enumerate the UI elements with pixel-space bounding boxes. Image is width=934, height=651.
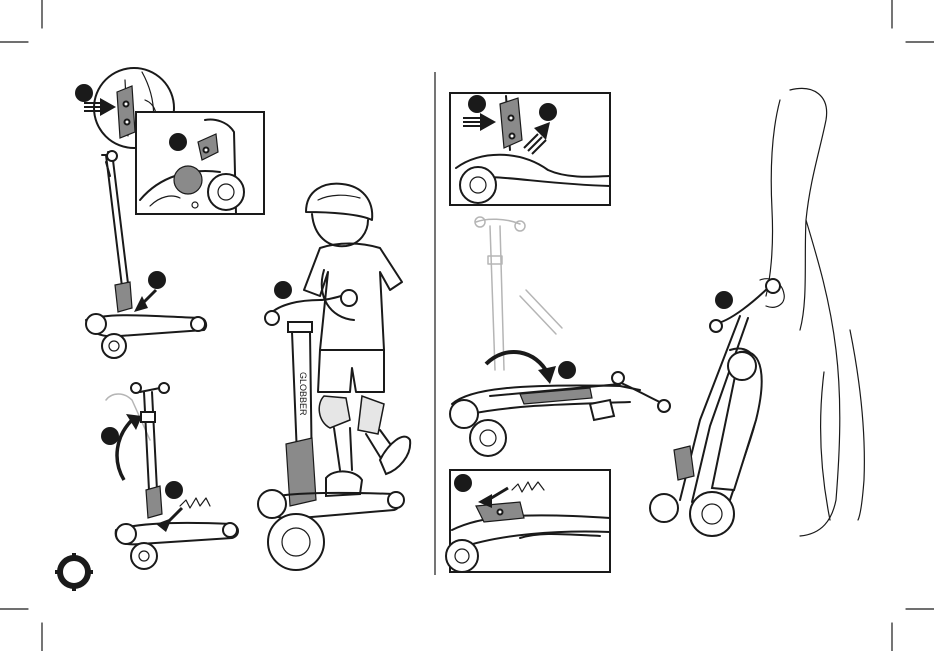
child-riding: GLOBBER <box>258 184 410 570</box>
step-badge-icon <box>715 291 733 309</box>
svg-text:GLOBBER: GLOBBER <box>298 372 308 416</box>
step-badge-icon <box>148 271 166 289</box>
folding-rotation <box>450 217 670 456</box>
lever-cutaway <box>136 112 264 214</box>
ring-icon <box>55 553 93 591</box>
left-panel: GLOBBER <box>55 68 410 591</box>
pull-arrow-icon <box>134 290 156 312</box>
step-badge-icon <box>75 84 93 102</box>
click-sound-icon <box>180 498 210 508</box>
unfold-click <box>106 383 238 569</box>
step-badge-icon <box>165 481 183 499</box>
step-badge-icon <box>558 361 576 379</box>
person-carrying <box>650 88 864 536</box>
step-badge-icon <box>169 133 187 151</box>
step-badge-icon <box>468 95 486 113</box>
rotate-arrow-icon <box>117 414 142 480</box>
step-badge-icon <box>454 474 472 492</box>
step-badge-icon <box>539 103 557 121</box>
step-badge-icon <box>274 281 292 299</box>
right-panel <box>446 88 864 572</box>
step-badge-icon <box>101 427 119 445</box>
